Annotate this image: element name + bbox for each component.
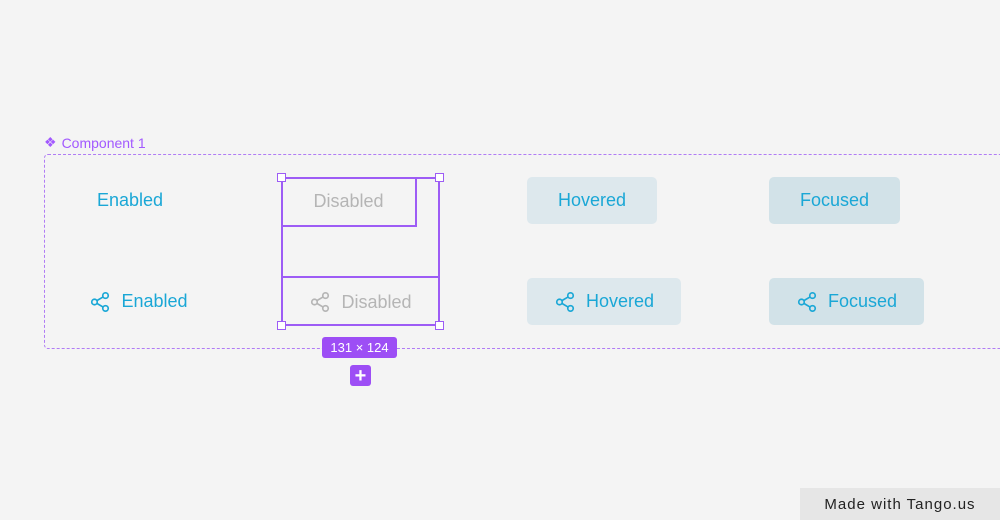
selection-child-outline xyxy=(281,177,417,227)
button-label: Hovered xyxy=(557,190,627,210)
button-enabled[interactable]: Enabled xyxy=(70,177,190,224)
tango-watermark: Made with Tango.us xyxy=(800,488,1000,520)
button-label: Hovered xyxy=(585,291,655,311)
icon-button-enabled[interactable]: Enabled xyxy=(76,278,201,325)
resize-handle-bottom-left[interactable] xyxy=(277,321,286,330)
button-hovered[interactable]: Hovered xyxy=(527,177,657,224)
component-icon: ❖ xyxy=(44,134,57,150)
resize-handle-top-left[interactable] xyxy=(277,173,286,182)
icon-button-focused[interactable]: Focused xyxy=(769,278,924,325)
share-icon xyxy=(555,291,575,312)
button-label: Disabled xyxy=(341,291,412,312)
button-label: Enabled xyxy=(96,190,164,210)
resize-handle-bottom-right[interactable] xyxy=(435,321,444,330)
frame-label-text: Component 1 xyxy=(61,134,146,151)
button-focused[interactable]: Focused xyxy=(769,177,900,224)
button-label: Focused xyxy=(799,190,870,210)
size-label: 131 × 124 xyxy=(322,337,397,358)
button-label: Focused xyxy=(827,291,898,311)
share-icon xyxy=(311,292,330,312)
icon-button-hovered[interactable]: Hovered xyxy=(527,278,681,325)
component-frame[interactable] xyxy=(44,154,1000,349)
resize-handle-top-right[interactable] xyxy=(435,173,444,182)
share-icon xyxy=(797,291,817,312)
button-disabled[interactable]: Disabled xyxy=(281,177,416,226)
share-icon xyxy=(91,291,110,312)
icon-button-disabled[interactable]: Disabled xyxy=(281,278,440,326)
button-label: Disabled xyxy=(313,191,384,211)
add-variant-button[interactable]: + xyxy=(350,365,371,386)
frame-label[interactable]: ❖ Component 1 xyxy=(44,134,146,151)
selection-divider xyxy=(281,276,440,278)
button-label: Enabled xyxy=(121,291,188,311)
